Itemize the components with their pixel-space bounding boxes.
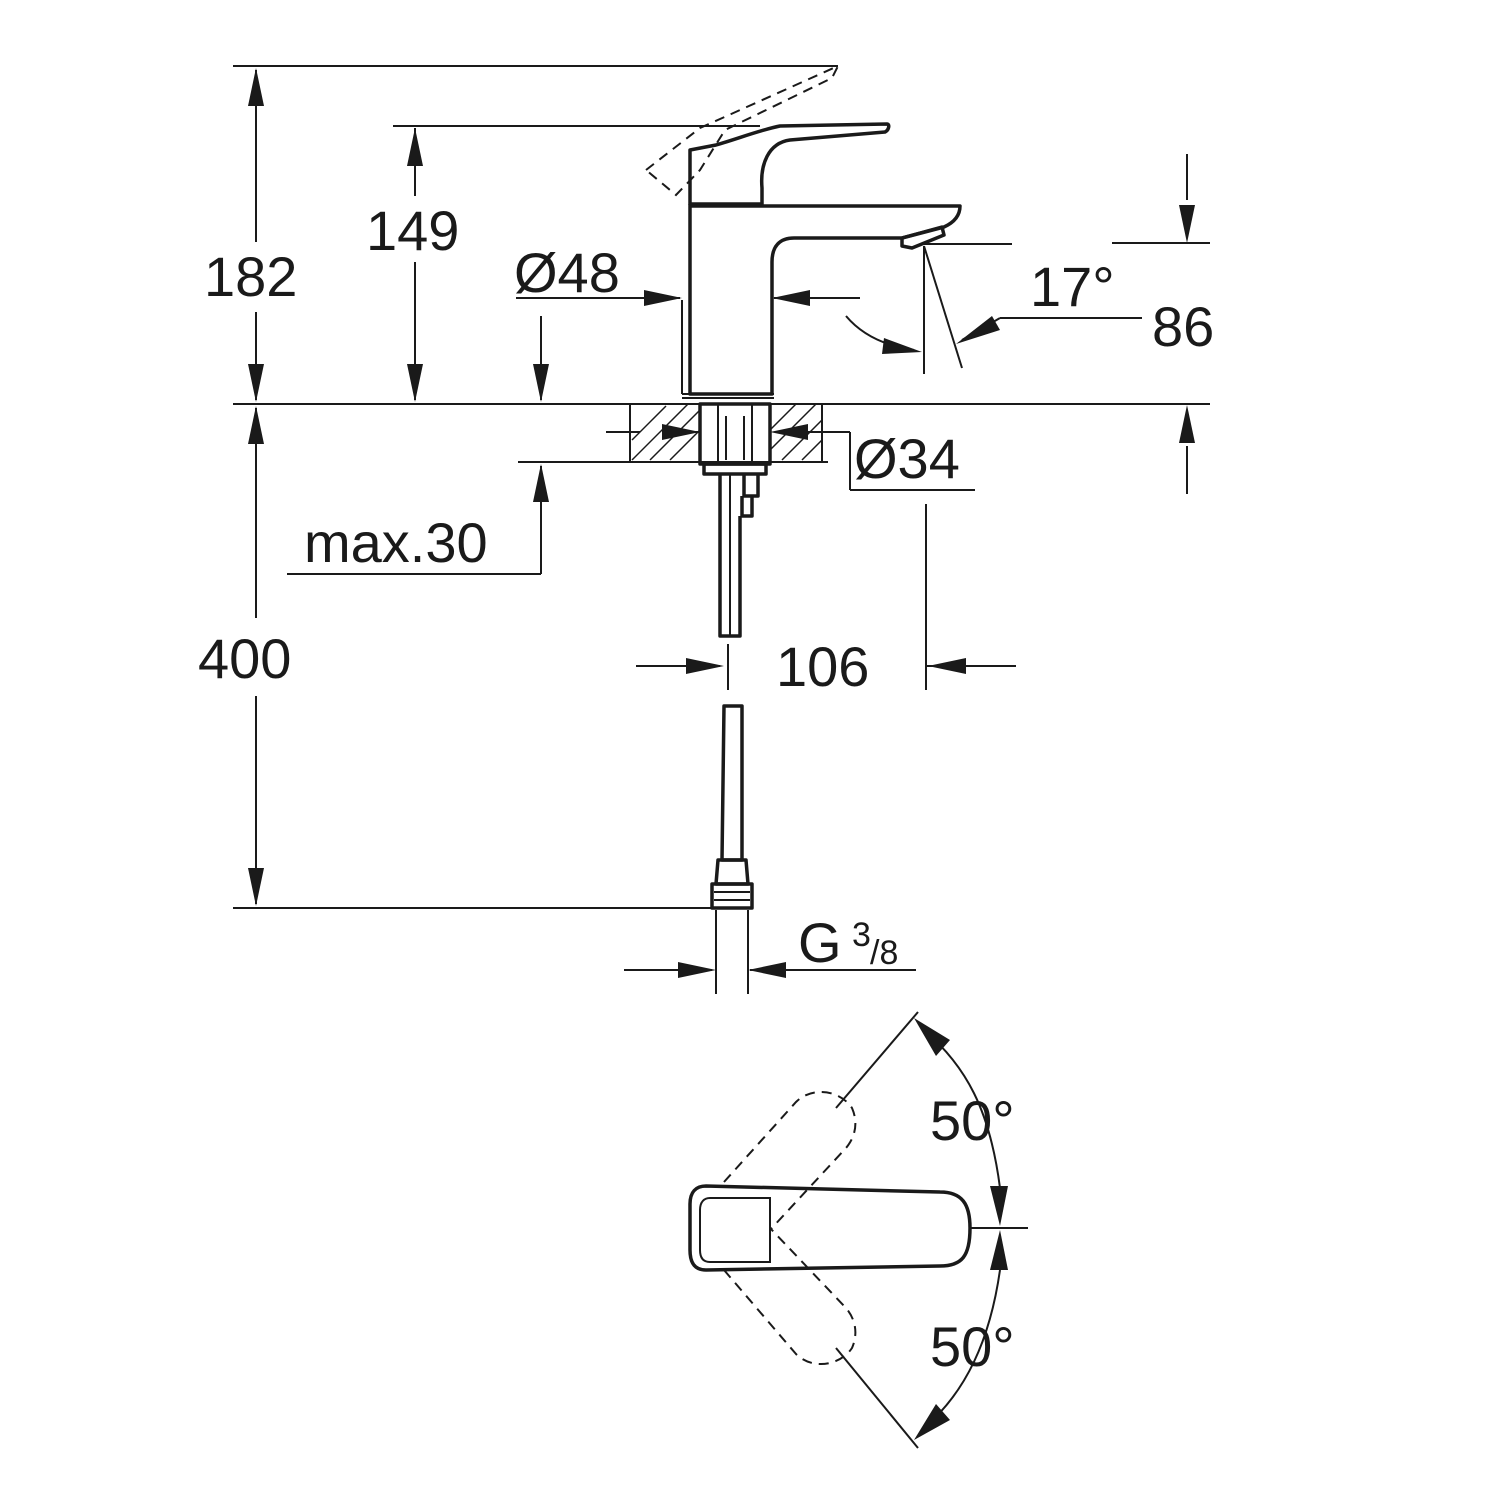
label-spout-height: 149 [366,199,459,262]
dimension-max-thickness [287,316,828,575]
label-lever-angle-top: 50° [930,1089,1015,1152]
faucet-body [644,63,962,399]
lever-dashed-right [723,1227,857,1366]
dimension-thread [624,962,916,978]
label-lever-angle-bottom: 50° [930,1315,1015,1378]
label-projection: 106 [776,635,869,698]
label-thread-numerator: 3 [852,916,871,954]
label-thread-main: G [798,911,842,974]
supply-hoses [710,474,760,994]
label-total-height: 182 [204,245,297,308]
dimension-hose-length [248,406,264,906]
label-thread-denominator: /8 [870,934,898,972]
dimension-spout-reach [1179,154,1195,494]
dimension-spout-angle [845,243,1142,374]
lever-solid [688,1184,972,1272]
side-view: 182 149 Ø48 17° 86 Ø34 max.30 400 106 G … [198,63,1214,994]
label-hose-length: 400 [198,627,291,690]
label-hole-diameter: Ø34 [854,427,960,490]
label-spout-reach: 86 [1152,295,1214,358]
lever-dashed-left [723,1090,857,1231]
label-body-diameter: Ø48 [514,241,620,304]
dimension-hole-diameter [606,424,975,491]
dimension-body-diameter [516,290,860,306]
dimension-total-height [248,68,264,402]
top-view: 50° 50° [688,1011,1028,1449]
dimension-spout-height [407,128,423,402]
label-spout-angle: 17° [1030,255,1115,318]
label-max-thickness: max.30 [304,511,488,574]
deck-cross-section [629,402,823,476]
dimension-projection [636,504,1016,690]
